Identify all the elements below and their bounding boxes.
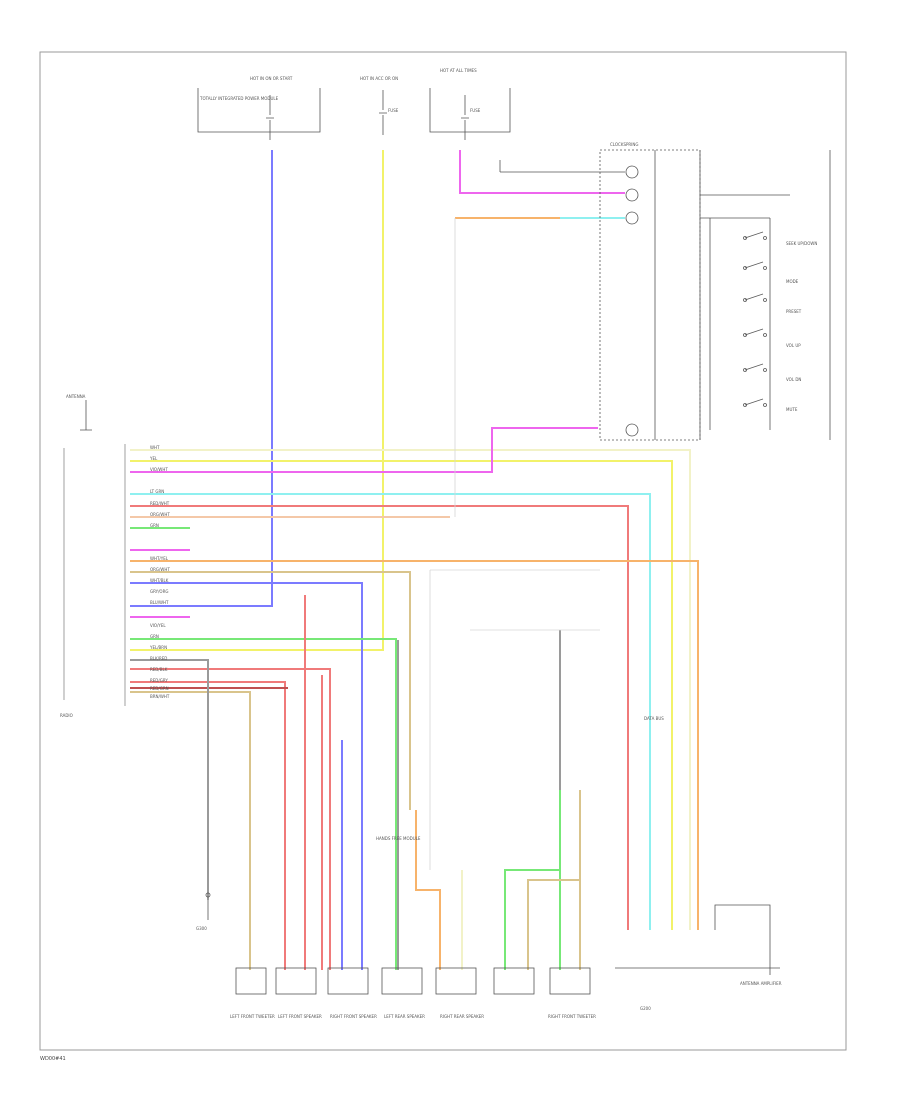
wire-code: RED/BLK xyxy=(150,667,168,672)
wire-code: GRY/ORG xyxy=(150,589,168,594)
wire-code: YEL/BRN xyxy=(149,645,167,650)
antenna-label: ANTENNA xyxy=(66,394,86,399)
switch-label-5: VOL DN xyxy=(786,377,801,382)
mid-label-1: DATA BUS xyxy=(644,716,664,721)
speaker-row xyxy=(235,967,591,995)
ground-left xyxy=(205,892,211,920)
wire-code: BRN/WHT xyxy=(150,694,170,699)
clockspring-label: CLOCKSPRING xyxy=(610,142,638,147)
clockspring xyxy=(499,149,831,441)
wire-code: RED/GRN xyxy=(150,686,169,691)
wire-code: VIO/YEL xyxy=(150,623,166,628)
speaker-label-1: LEFT FRONT TWEETER xyxy=(230,1014,275,1019)
switch-label-1: SEEK UP/DOWN xyxy=(786,241,817,246)
steering-switches xyxy=(743,231,767,407)
switch-label-4: VOL UP xyxy=(786,343,801,348)
wire-code: GRN xyxy=(150,634,159,639)
wire-code: BLK/RED xyxy=(150,656,167,661)
fuse-caption-3: FUSE xyxy=(470,108,481,113)
ground-label-2: G200 xyxy=(640,1006,651,1011)
switch-label-6: MUTE xyxy=(786,407,798,412)
wire-code: YEL xyxy=(149,456,158,461)
wire-code: WHT xyxy=(150,445,160,450)
antenna-amplifier xyxy=(615,904,780,975)
radio-connector xyxy=(63,444,126,706)
switch-label-3: PRESET xyxy=(786,309,802,314)
wire-code: ORG/WHT xyxy=(150,567,170,572)
mid-label-2: HANDS FREE MODULE xyxy=(376,836,421,841)
radio-label: RADIO xyxy=(60,713,73,718)
speaker-label-2: LEFT FRONT SPEAKER xyxy=(278,1014,322,1019)
fuse-label-1: HOT IN ON OR START xyxy=(250,76,293,81)
wire-code: BLU/WHT xyxy=(150,600,169,605)
speaker-label-3: RIGHT FRONT SPEAKER xyxy=(330,1014,377,1019)
feed-wires xyxy=(130,150,625,651)
fuse-label-3: HOT AT ALL TIMES xyxy=(440,68,477,73)
speaker-label-6: RIGHT FRONT TWEETER xyxy=(548,1014,596,1019)
wire-code: RED/GRY xyxy=(150,678,168,683)
antenna-icon xyxy=(80,400,92,431)
wire-code: VIO/WHT xyxy=(150,467,168,472)
fuse-label-2: HOT IN ACC OR ON xyxy=(360,76,398,81)
ground-label-1: G300 xyxy=(196,926,207,931)
fuse-sources xyxy=(197,88,511,140)
wire-code: WHT/YEL xyxy=(150,556,169,561)
wire-code: RED/WHT xyxy=(150,501,170,506)
speaker-label-7: ANTENNA AMPLIFIER xyxy=(740,981,782,986)
radio-wires xyxy=(130,427,699,970)
switch-label-2: MODE xyxy=(786,279,799,284)
wire-code: WHT/BLK xyxy=(150,578,169,583)
wire-code: LT GRN xyxy=(150,489,164,494)
fuse-caption-2: FUSE xyxy=(388,108,399,113)
wire-code-labels: WHT YEL VIO/WHT LT GRN RED/WHT ORG/WHT G… xyxy=(149,445,170,699)
speaker-label-4: LEFT REAR SPEAKER xyxy=(384,1014,425,1019)
page-code: WD00#41 xyxy=(40,1056,66,1062)
speaker-label-5: RIGHT REAR SPEAKER xyxy=(440,1014,484,1019)
speaker-feed-wires xyxy=(304,595,581,970)
fuse-caption-1: TOTALLY INTEGRATED POWER MODULE xyxy=(199,96,279,101)
diagram-border xyxy=(39,51,847,1051)
wire-code: GRN xyxy=(150,523,159,528)
wire-code: ORG/WHT xyxy=(150,512,170,517)
guide-lines xyxy=(429,218,600,870)
